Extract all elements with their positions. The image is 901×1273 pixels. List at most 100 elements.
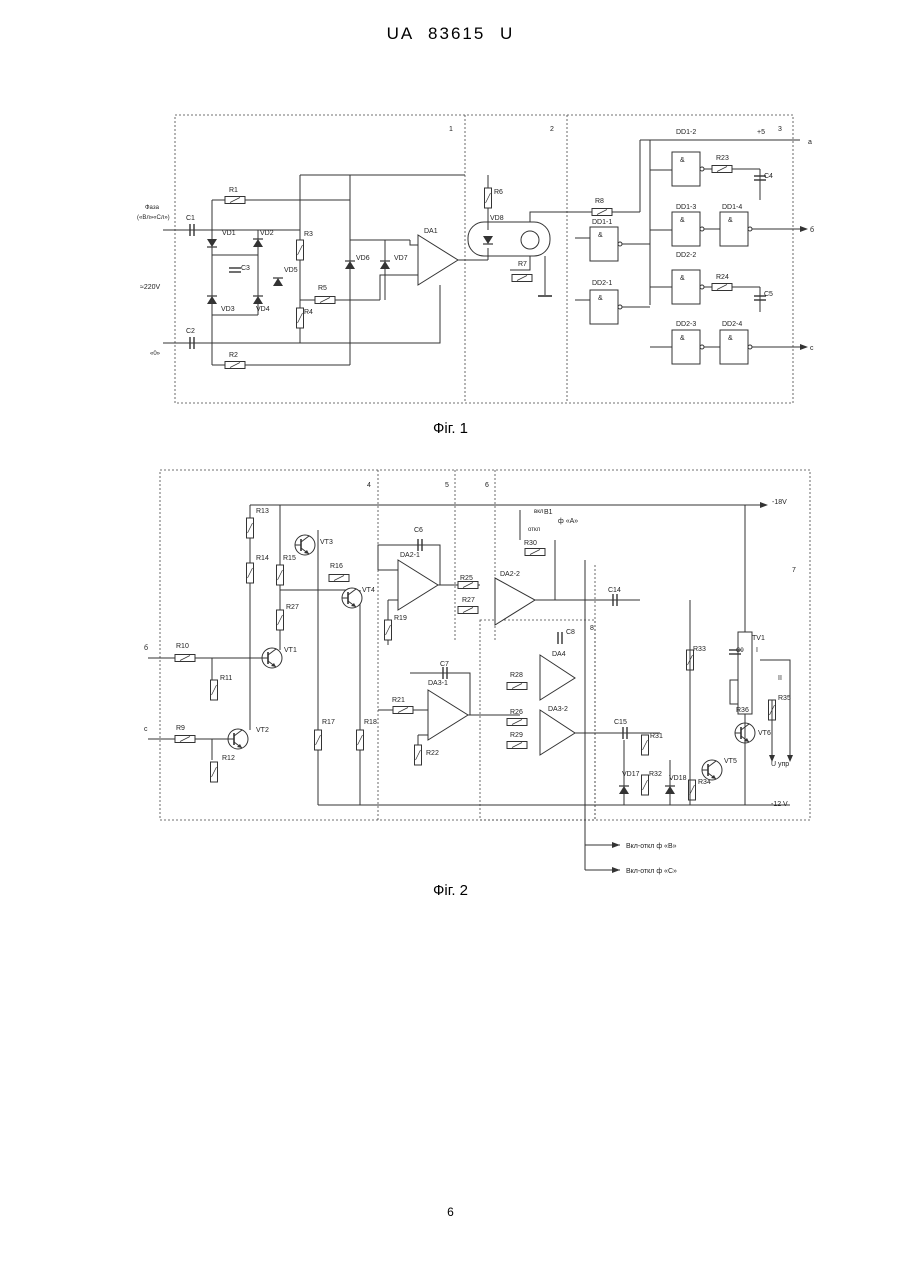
svg-text:R7: R7: [518, 261, 527, 268]
svg-text:VD2: VD2: [260, 230, 274, 237]
svg-text:R21: R21: [392, 697, 405, 704]
svg-text:VD17: VD17: [622, 771, 640, 778]
svg-text:VD6: VD6: [356, 255, 370, 262]
svg-text:C14: C14: [608, 587, 621, 594]
fig1-block-3: 3: [778, 126, 782, 133]
fig1-block-2: 2: [550, 126, 554, 133]
svg-text:VT4: VT4: [362, 587, 375, 594]
svg-text:VT5: VT5: [724, 758, 737, 765]
fig1-voltage-label: ≈220V: [140, 284, 161, 291]
svg-text:VD7: VD7: [394, 255, 408, 262]
svg-text:R23: R23: [716, 155, 729, 162]
figure-2-schematic: 4 5 6 7 8 -18V -12 V б с R10 R9 R11 R12 …: [144, 470, 810, 875]
fig1-output-c: с: [810, 345, 814, 352]
fig2-rail-plus: -18V: [772, 499, 787, 506]
svg-text:R8: R8: [595, 198, 604, 205]
svg-text:R32: R32: [649, 771, 662, 778]
svg-text:R9: R9: [176, 725, 185, 732]
figure-2-caption: Фіг. 2: [0, 882, 901, 899]
figure-1-schematic: 1 2 3 Фаза («Вл»«Сл») «0» ≈220V C1 C2 R1…: [137, 115, 814, 403]
svg-text:VD18: VD18: [669, 775, 687, 782]
svg-text:R17: R17: [322, 719, 335, 726]
svg-text:R25: R25: [460, 575, 473, 582]
svg-text:VT1: VT1: [284, 647, 297, 654]
svg-text:R36: R36: [736, 707, 749, 714]
fig2-output-b: Вкл-откл ф «В»: [626, 843, 677, 850]
svg-text:DD2-2: DD2-2: [676, 252, 696, 259]
svg-text:DD1-2: DD1-2: [676, 129, 696, 136]
fig2-transformer-tv1: TV1: [752, 635, 765, 642]
svg-text:DD1-4: DD1-4: [722, 204, 742, 211]
svg-text:VD8: VD8: [490, 215, 504, 222]
svg-text:R11: R11: [220, 675, 232, 682]
fig1-output-b: б: [810, 226, 814, 234]
svg-text:R6: R6: [494, 189, 503, 196]
svg-text:C2: C2: [186, 328, 195, 335]
fig2-block-6: 6: [485, 482, 489, 489]
svg-text:R28: R28: [510, 672, 523, 679]
svg-text:DA2-1: DA2-1: [400, 552, 420, 559]
svg-text:C15: C15: [614, 719, 627, 726]
svg-text:R4: R4: [304, 309, 313, 316]
svg-text:II: II: [778, 675, 782, 682]
fig2-uout-label: U упр: [771, 761, 789, 768]
svg-text:R24: R24: [716, 274, 729, 281]
fig2-input-c: с: [144, 726, 148, 733]
svg-text:R26: R26: [510, 709, 523, 716]
svg-text:VT6: VT6: [758, 730, 771, 737]
svg-text:R22: R22: [426, 750, 439, 757]
svg-text:R1: R1: [229, 187, 238, 194]
fig1-input-phase-label: Фаза: [145, 205, 160, 211]
svg-text:вкл: вкл: [534, 509, 544, 515]
fig1-block-1: 1: [449, 126, 453, 133]
svg-text:R29: R29: [510, 732, 523, 739]
svg-text:R16: R16: [330, 563, 343, 570]
svg-text:C3: C3: [241, 265, 250, 272]
svg-text:C6: C6: [414, 527, 423, 534]
svg-text:R27: R27: [462, 597, 475, 604]
fig2-block-7: 7: [792, 567, 796, 574]
svg-text:откл: откл: [528, 527, 541, 533]
svg-text:VD4: VD4: [256, 306, 270, 313]
svg-text:C1: C1: [186, 215, 195, 222]
svg-text:R35: R35: [778, 695, 791, 702]
svg-text:ф «А»: ф «А»: [558, 518, 578, 525]
svg-text:DD1-3: DD1-3: [676, 204, 696, 211]
fig2-block-4: 4: [367, 482, 371, 489]
svg-text:DA1: DA1: [424, 228, 438, 235]
svg-text:R10: R10: [176, 643, 189, 650]
svg-text:DD2-4: DD2-4: [722, 321, 742, 328]
svg-text:C9: C9: [736, 648, 744, 654]
fig2-output-c: Вкл-откл ф «С»: [626, 868, 677, 875]
fig2-block-8: 8: [590, 625, 594, 632]
svg-text:R12: R12: [222, 755, 235, 762]
page-number: 6: [0, 1205, 901, 1219]
svg-text:C8: C8: [566, 629, 575, 636]
svg-text:C4: C4: [764, 173, 773, 180]
svg-text:VT2: VT2: [256, 727, 269, 734]
fig1-input-zero-label: «0»: [150, 351, 161, 357]
figure-1-caption: Фіг. 1: [0, 420, 901, 437]
fig1-input-phase-sub: («Вл»«Сл»): [137, 215, 170, 221]
svg-text:+5: +5: [757, 129, 765, 136]
svg-text:R33: R33: [693, 646, 706, 653]
svg-text:DA3-2: DA3-2: [548, 706, 568, 713]
svg-text:R3: R3: [304, 231, 313, 238]
fig2-input-b: б: [144, 644, 148, 652]
svg-text:DA2-2: DA2-2: [500, 571, 520, 578]
svg-text:C7: C7: [440, 661, 449, 668]
fig2-rail-minus: -12 V: [771, 801, 788, 808]
svg-text:DA4: DA4: [552, 651, 566, 658]
svg-text:DD2-3: DD2-3: [676, 321, 696, 328]
fig2-block-5: 5: [445, 482, 449, 489]
svg-text:VD5: VD5: [284, 267, 298, 274]
svg-text:DA3-1: DA3-1: [428, 680, 448, 687]
fig2-switch-b1: B1: [544, 509, 553, 516]
svg-text:R19: R19: [394, 615, 407, 622]
svg-text:VT3: VT3: [320, 539, 333, 546]
svg-text:C5: C5: [764, 291, 773, 298]
svg-text:I: I: [756, 647, 758, 654]
svg-text:DD1-1: DD1-1: [592, 219, 612, 226]
svg-text:R18: R18: [364, 719, 377, 726]
